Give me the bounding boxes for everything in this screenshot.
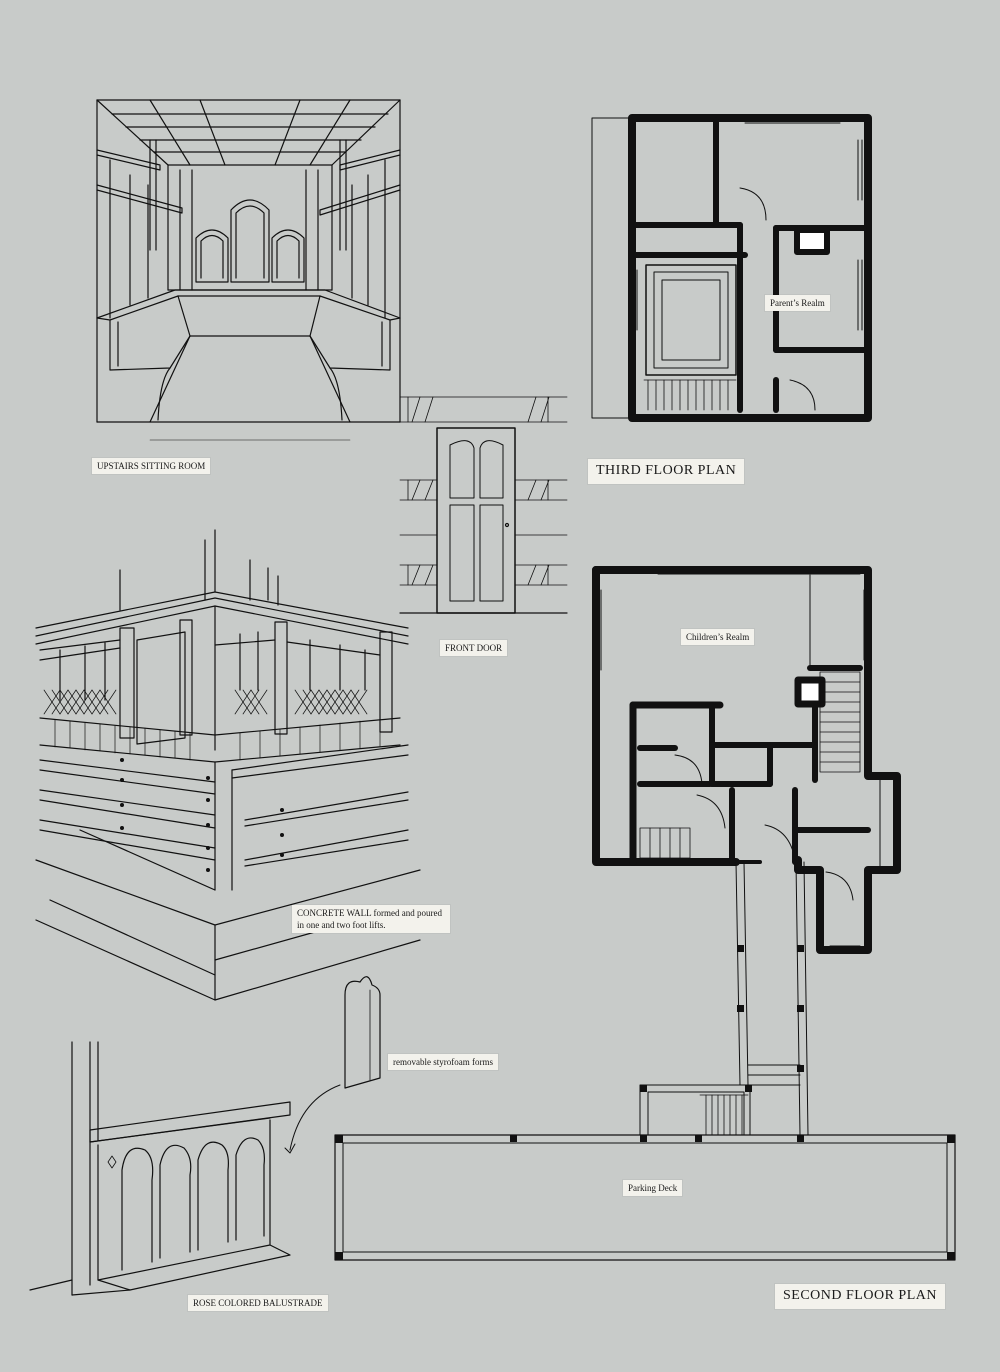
childrens-realm-label: Children’s Realm (681, 629, 755, 646)
front-door-label: FRONT DOOR (440, 640, 508, 657)
second-floor-plan-label: SECOND FLOOR PLAN (775, 1284, 945, 1309)
parents-realm-label: Parent’s Realm (765, 295, 830, 312)
third-floor-plan (591, 114, 872, 422)
second-floor-plan (334, 566, 956, 1261)
upstairs-sitting-room-label: UPSTAIRS SITTING ROOM (92, 458, 211, 475)
balustrade-sketch (29, 1041, 291, 1296)
removable-forms-label: removable styrofoam forms (388, 1054, 498, 1071)
sitting-room-sketch (96, 99, 401, 441)
concrete-wall-sketch (35, 529, 421, 1001)
parking-deck-label: Parking Deck (623, 1180, 683, 1197)
front-door-elevation (399, 396, 568, 614)
concrete-wall-label: CONCRETE WALL formed and poured in one a… (292, 905, 450, 934)
styrofoam-form-sketch (284, 976, 381, 1154)
third-floor-plan-label: THIRD FLOOR PLAN (588, 459, 745, 484)
rose-balustrade-label: ROSE COLORED BALUSTRADE (188, 1295, 328, 1312)
